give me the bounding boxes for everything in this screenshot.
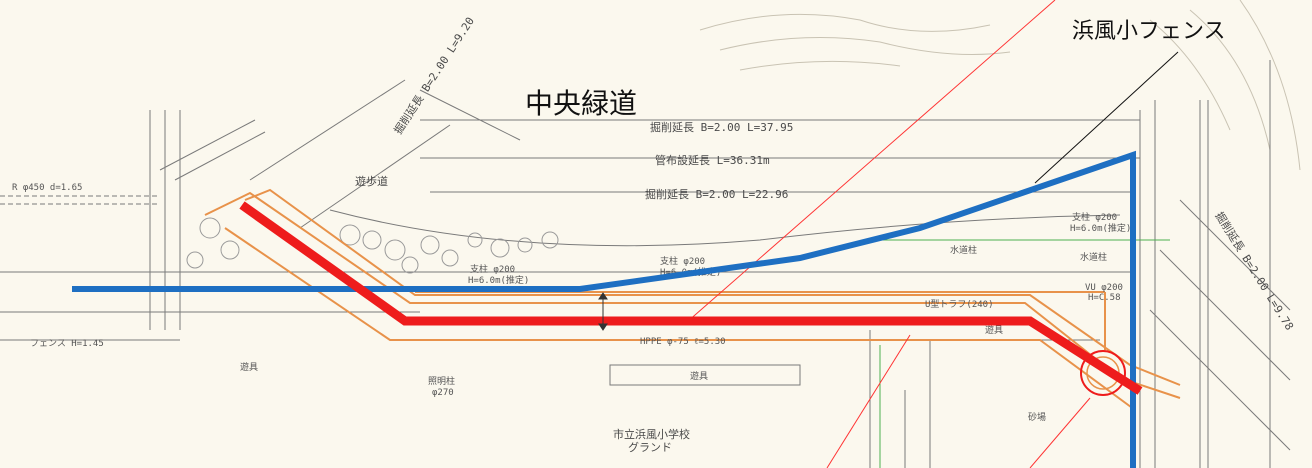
pipe-route-line	[239, 201, 1143, 395]
water2-text: 水道柱	[1080, 251, 1107, 263]
landscape-contours	[699, 0, 1301, 171]
hppe-text: HPPE φ-75 ℓ=5.30	[640, 337, 726, 347]
water-text: 水道柱	[950, 244, 977, 256]
ground-text: グランド	[628, 440, 672, 454]
dim-top-text: 掘削延長 B=2.00 L=37.95	[650, 120, 793, 134]
play1-text: 遊具	[240, 361, 258, 373]
pole1-text: 支柱 φ200	[470, 263, 515, 275]
dim-mid-text: 管布設延長 L=36.31m	[655, 153, 770, 167]
green-utility-lines	[879, 239, 1170, 468]
fence-leader-line	[1034, 51, 1179, 184]
base-map-lines	[0, 60, 1291, 468]
promenade-text: 遊歩道	[355, 174, 388, 188]
central-green-path-label: 中央緑道	[525, 87, 637, 120]
fence-h-text: フェンス H=1.45	[30, 339, 104, 349]
dimension-arrows	[598, 292, 608, 331]
tree-clusters	[186, 217, 559, 274]
vu-text: VU φ200	[1085, 283, 1123, 293]
play2-text: 遊具	[690, 370, 708, 382]
vu2-text: H=C.58	[1088, 293, 1121, 303]
pole1-h-text: H=6.0m(推定)	[468, 274, 529, 286]
hamakaze-fence-label: 浜風小フェンス	[1072, 19, 1226, 44]
pipe-left-text: R φ450 d=1.65	[12, 183, 82, 193]
pole2-text: 支柱 φ200	[660, 255, 705, 267]
pole3-text: 支柱 φ200	[1072, 211, 1117, 223]
pole3-h-text: H=6.0m(推定)	[1070, 222, 1131, 234]
lamp-d-text: φ270	[432, 388, 454, 398]
sandbox-text: 砂場	[1028, 411, 1046, 423]
play3-text: 遊具	[985, 324, 1003, 336]
school-text: 市立浜風小学校	[613, 427, 690, 441]
lamp-text: 照明柱	[428, 375, 455, 387]
trough-text: U型トラフ(240)	[925, 299, 994, 310]
leader-lines	[686, 0, 1091, 468]
manhole-circle	[1080, 350, 1126, 396]
dim-low-text: 掘削延長 B=2.00 L=22.96	[645, 187, 788, 201]
fence-route-line	[72, 150, 1136, 468]
